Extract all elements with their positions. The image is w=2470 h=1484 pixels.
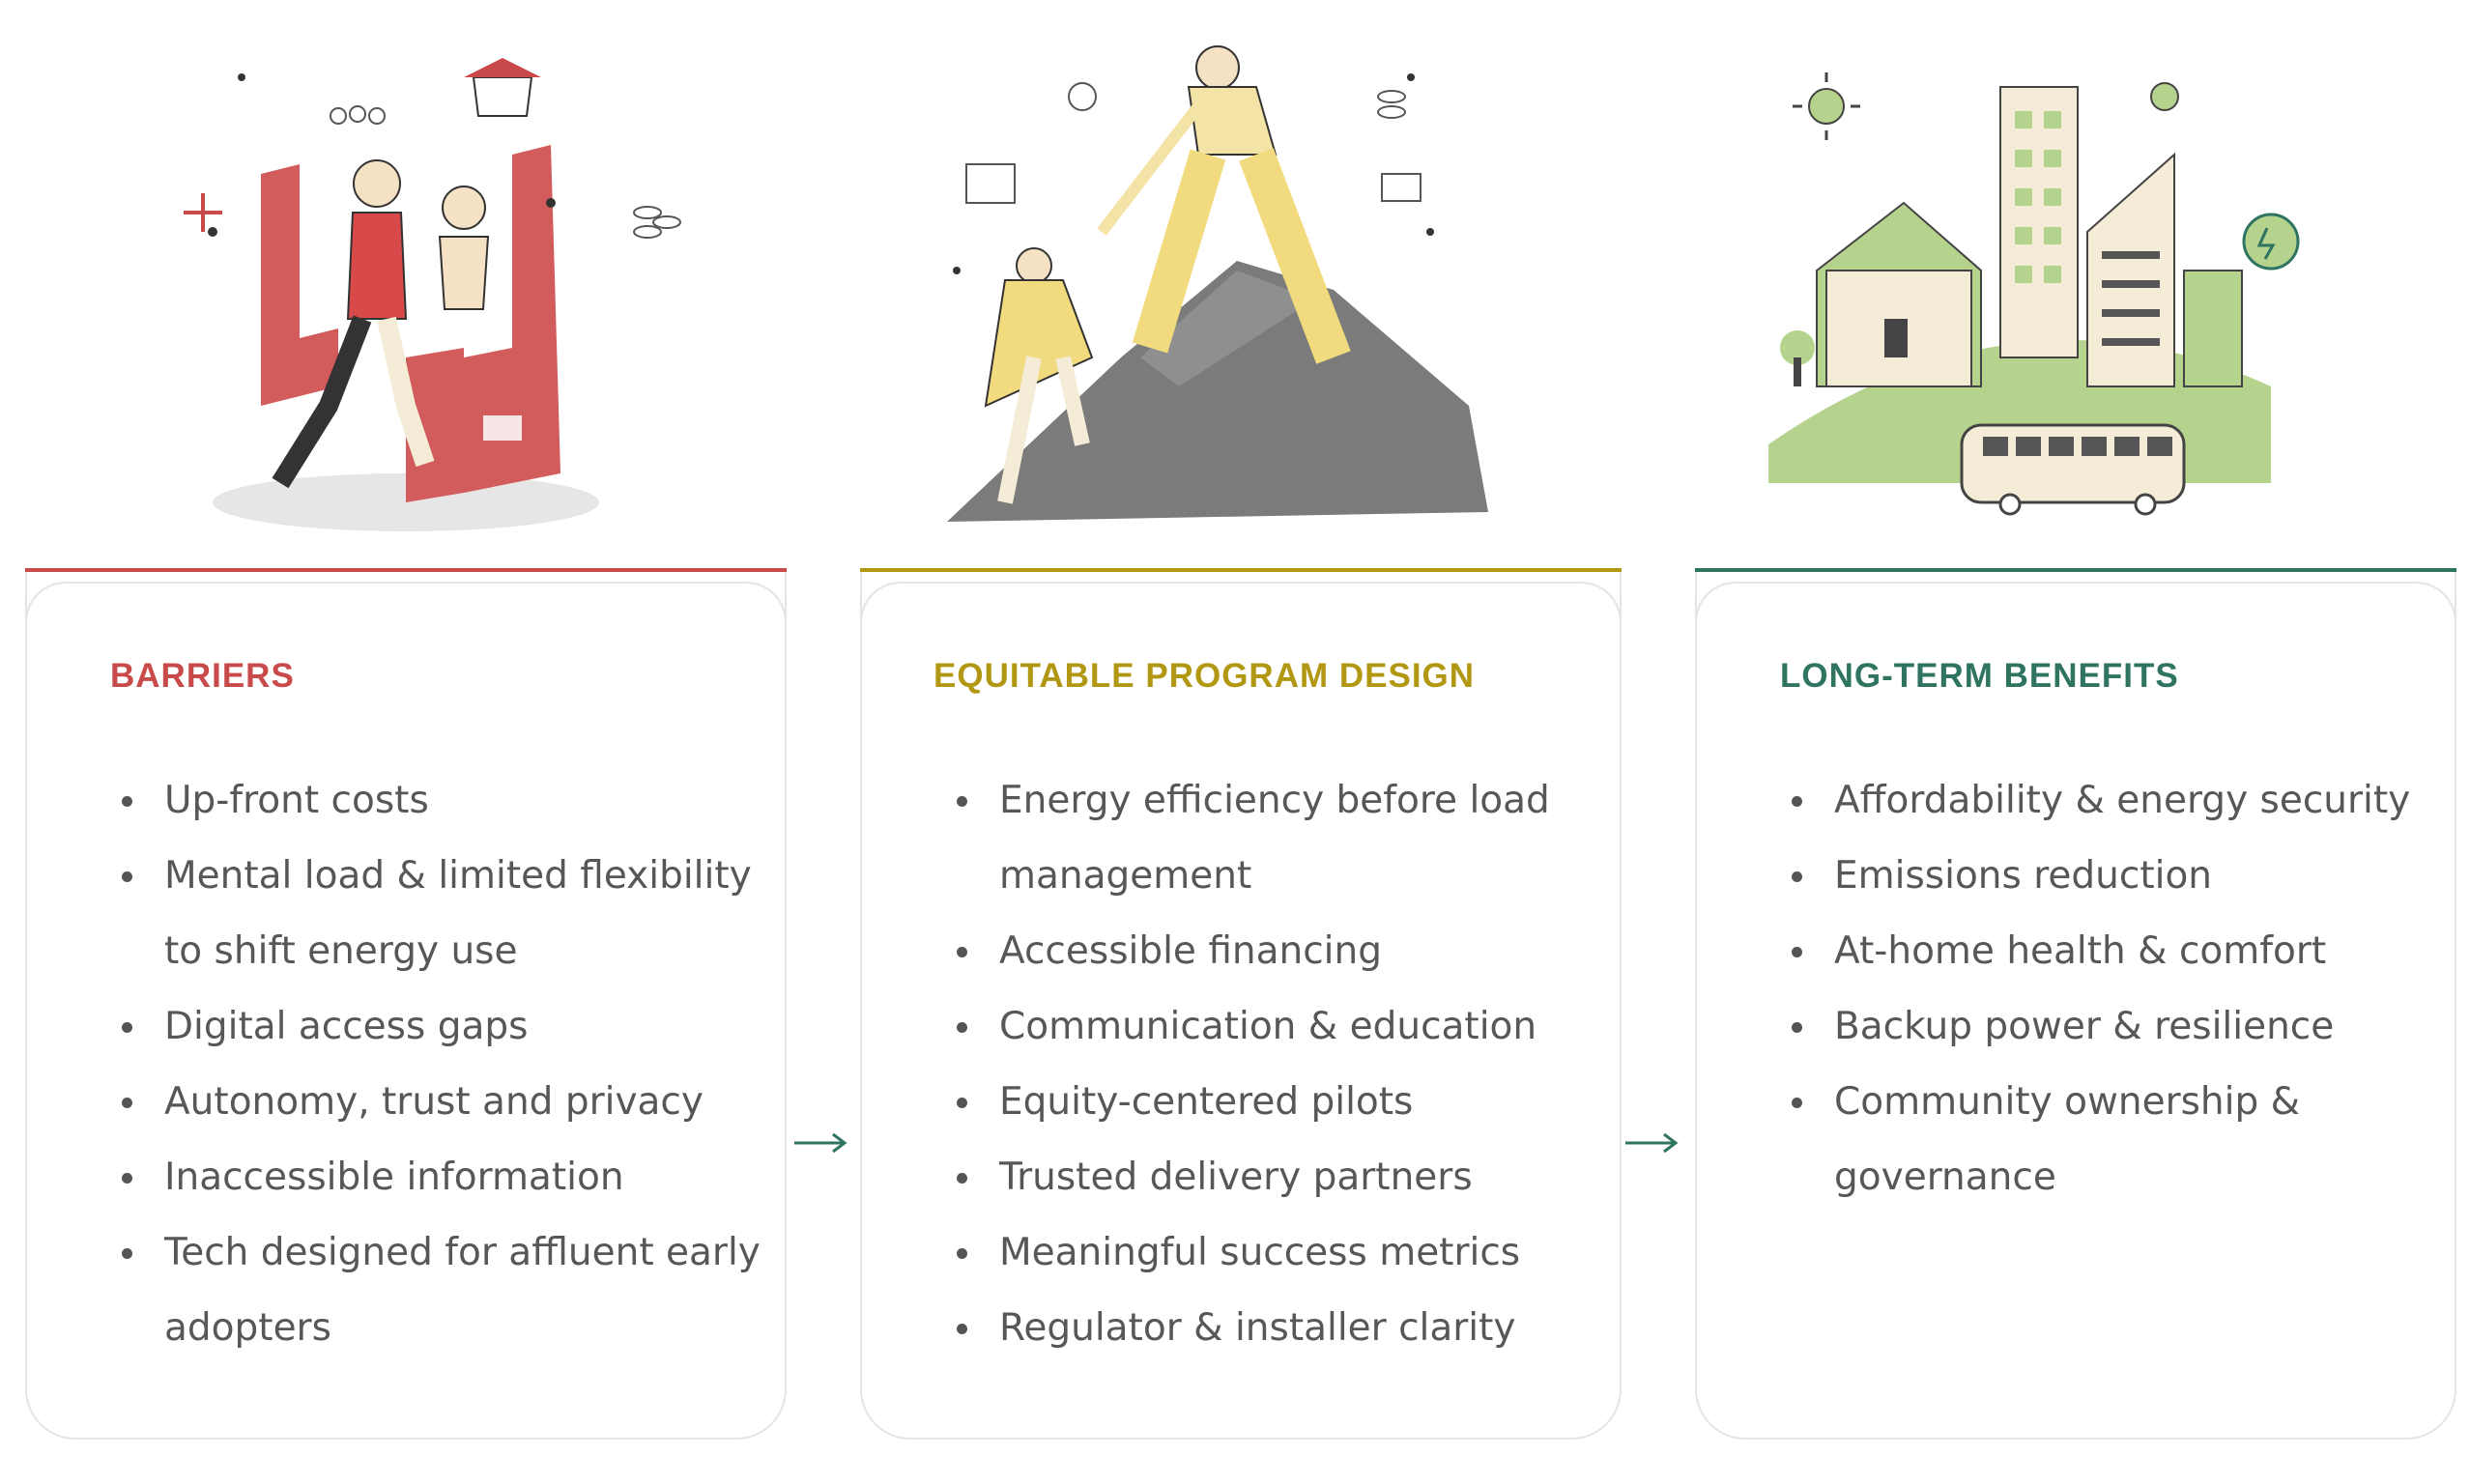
list-item: Mental load & limited flexibility to shi…	[110, 839, 777, 989]
barriers-title: BARRIERS	[110, 657, 295, 695]
benefits-title: LONG-TERM BENEFITS	[1780, 657, 2179, 695]
barriers-card: BARRIERS Up-front costs Mental load & li…	[25, 572, 787, 1440]
design-title: EQUITABLE PROGRAM DESIGN	[933, 657, 1476, 695]
list-item: Tech designed for affluent early adopter…	[110, 1215, 777, 1366]
list-item: Communication & education	[945, 989, 1612, 1065]
list-item: Autonomy, trust and privacy	[110, 1065, 777, 1140]
right-arrow-icon	[794, 1132, 847, 1154]
benefits-card: LONG-TERM BENEFITS Affordability & energ…	[1695, 572, 2456, 1440]
list-item: Energy efficiency before load management	[945, 763, 1612, 914]
list-item: Emissions reduction	[1780, 839, 2447, 914]
list-item: Inaccessible information	[110, 1140, 777, 1215]
helping-hand-climb-illustration	[928, 39, 1527, 541]
list-item: Trusted delivery partners	[945, 1140, 1612, 1215]
list-item: Community ownership & governance	[1780, 1065, 2447, 1215]
list-item: Meaningful success metrics	[945, 1215, 1612, 1291]
right-arrow-icon	[1625, 1132, 1679, 1154]
family-climbing-blocks-illustration	[145, 39, 725, 541]
list-item: Digital access gaps	[110, 989, 777, 1065]
green-city-illustration	[1730, 39, 2310, 541]
list-item: Backup power & resilience	[1780, 989, 2447, 1065]
benefits-column: LONG-TERM BENEFITS Affordability & energ…	[1695, 568, 2456, 1441]
design-list: Energy efficiency before load management…	[945, 763, 1612, 1366]
list-item: Regulator & installer clarity	[945, 1291, 1612, 1366]
barriers-column: BARRIERS Up-front costs Mental load & li…	[25, 568, 787, 1441]
barriers-list: Up-front costs Mental load & limited fle…	[110, 763, 777, 1366]
design-column: EQUITABLE PROGRAM DESIGN Energy efficien…	[860, 568, 1622, 1441]
benefits-list: Affordability & energy security Emission…	[1780, 763, 2447, 1215]
list-item: Accessible financing	[945, 914, 1612, 989]
list-item: Up-front costs	[110, 763, 777, 839]
design-card: EQUITABLE PROGRAM DESIGN Energy efficien…	[860, 572, 1622, 1440]
list-item: Affordability & energy security	[1780, 763, 2447, 839]
list-item: Equity-centered pilots	[945, 1065, 1612, 1140]
list-item: At-home health & comfort	[1780, 914, 2447, 989]
